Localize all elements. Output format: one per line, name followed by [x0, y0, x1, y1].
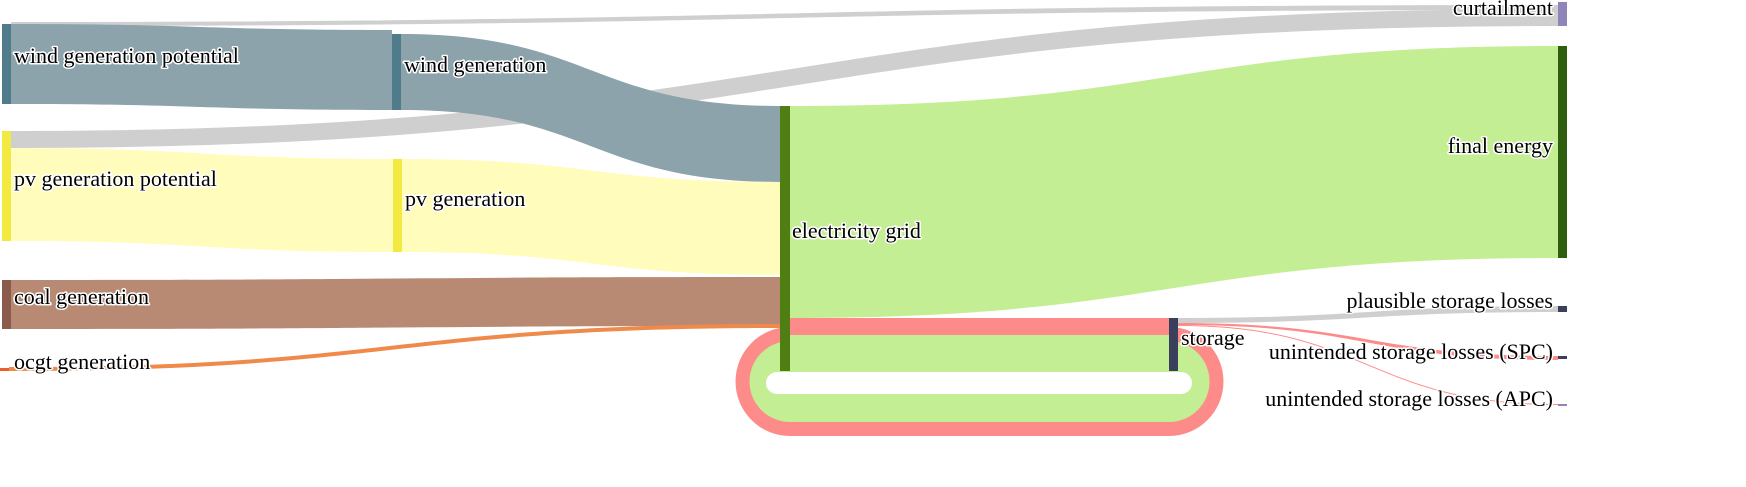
- link-wind_gen-to-grid: [401, 34, 780, 182]
- link-storage-to-grid: [790, 318, 1169, 335]
- node-label-final: final energy: [1448, 133, 1553, 158]
- node-label-plausible: plausible storage losses: [1346, 288, 1553, 313]
- node-label-apc: unintended storage losses (APC): [1265, 386, 1553, 411]
- link-storage-to-plausible: [1178, 306, 1558, 323]
- link-pv_pot-to-pv_gen: [11, 148, 393, 252]
- link-storage-to-apc: [1178, 325, 1558, 405]
- node-label-pv_gen: pv generation: [405, 186, 525, 211]
- link-pv_pot-to-curtail: [11, 9, 1558, 148]
- node-pv_gen: [393, 159, 402, 252]
- node-label-storage: storage: [1181, 325, 1245, 350]
- node-label-coal: coal generation: [14, 284, 149, 309]
- link-wind_pot-to-wind_gen: [11, 24, 392, 110]
- link-coal-to-grid: [11, 277, 780, 329]
- loop-gap: [766, 372, 1192, 394]
- link-storage-to-spc: [1178, 323, 1558, 360]
- node-grid: [780, 106, 790, 371]
- node-coal: [2, 280, 11, 329]
- node-storage: [1169, 318, 1178, 371]
- link-pv_gen-to-grid: [402, 159, 780, 275]
- node-label-wind_pot: wind generation potential: [14, 43, 239, 68]
- node-pv_pot: [2, 131, 11, 241]
- link-ocgt-to-grid: [9, 324, 780, 371]
- node-label-grid: electricity grid: [792, 218, 921, 243]
- node-label-curtail: curtailment: [1453, 0, 1553, 20]
- node-final: [1558, 46, 1567, 258]
- node-wind_gen: [392, 34, 401, 110]
- node-apc: [1558, 404, 1567, 406]
- link-grid-to-storage: [790, 335, 1169, 371]
- node-wind_pot: [2, 24, 11, 104]
- link-grid-to-final: [790, 46, 1558, 318]
- node-curtail: [1558, 2, 1567, 26]
- node-label-ocgt: ocgt generation: [14, 349, 150, 374]
- node-label-spc: unintended storage losses (SPC): [1269, 339, 1553, 364]
- node-label-wind_gen: wind generation: [404, 52, 546, 77]
- node-spc: [1558, 356, 1567, 359]
- link-wind_pot-to-curtail: [11, 5, 1558, 26]
- node-label-pv_pot: pv generation potential: [14, 166, 217, 191]
- node-plausible: [1558, 306, 1567, 312]
- node-ocgt: [0, 368, 9, 371]
